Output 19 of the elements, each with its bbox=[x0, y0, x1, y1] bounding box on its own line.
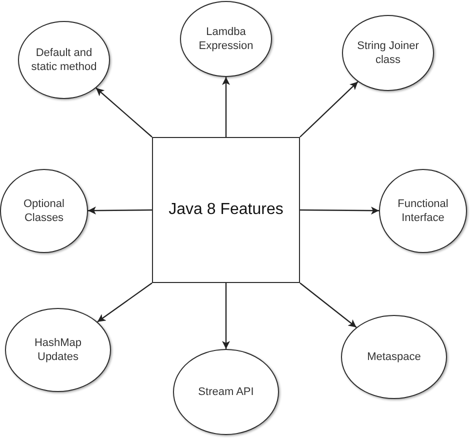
node-label: Optional Classes bbox=[22, 196, 66, 226]
node-label: Stream API bbox=[197, 384, 255, 400]
arrow bbox=[300, 206, 379, 215]
node-label: String Joiner class bbox=[356, 38, 420, 68]
node-label: Functional Interface bbox=[396, 196, 450, 226]
arrow bbox=[97, 282, 152, 322]
arrow bbox=[96, 88, 152, 138]
arrow bbox=[300, 81, 358, 138]
node-label: Java 8 Features bbox=[168, 200, 284, 220]
arrow bbox=[300, 282, 357, 328]
node-label: HashMap Updates bbox=[33, 336, 83, 364]
hub-box bbox=[152, 137, 300, 283]
node-label: Lamdba Expression bbox=[198, 24, 254, 54]
arrow bbox=[88, 206, 152, 215]
arrow bbox=[222, 77, 230, 137]
node-label: Default and static method bbox=[30, 46, 98, 74]
arrow bbox=[222, 283, 230, 349]
feature-ellipse bbox=[0, 169, 88, 253]
node-label: Metaspace bbox=[366, 350, 422, 364]
